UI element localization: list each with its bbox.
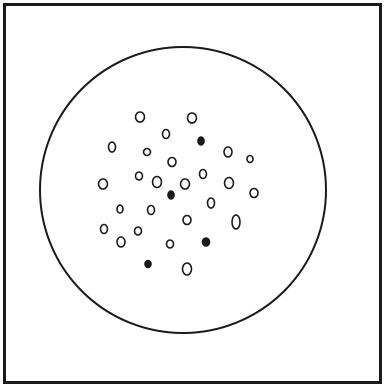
hollow-spot <box>181 179 190 189</box>
hollow-spot <box>208 198 215 208</box>
filled-spot <box>168 191 174 199</box>
hollow-spot <box>188 113 197 123</box>
hollow-spot <box>250 189 258 198</box>
hollow-spot <box>148 206 155 215</box>
filled-spot <box>198 137 204 145</box>
hollow-spot <box>144 149 151 156</box>
hollow-spot <box>136 112 145 122</box>
hollow-spot <box>168 158 176 167</box>
hollow-spot <box>183 263 192 275</box>
hollow-spot <box>109 142 116 152</box>
hollow-spot <box>167 240 174 248</box>
filled-spot <box>203 238 210 246</box>
hollow-spot <box>153 177 162 188</box>
hollow-spot <box>135 227 142 235</box>
hollow-spot <box>183 216 191 225</box>
outer-frame <box>5 5 381 383</box>
hollow-spot <box>117 237 125 247</box>
hollow-spot <box>225 178 234 189</box>
hollow-spot <box>224 147 232 157</box>
hollow-spot <box>117 205 123 213</box>
hollow-spot <box>247 156 253 163</box>
hollow-spot <box>200 170 207 179</box>
hollow-spot <box>163 130 170 139</box>
spots-group <box>99 112 259 275</box>
hollow-spot <box>136 172 143 180</box>
hollow-spot <box>99 179 108 189</box>
hollow-spot <box>101 225 108 234</box>
filled-spot <box>145 261 151 268</box>
hollow-spot <box>232 215 240 229</box>
dish-circle <box>40 47 326 333</box>
